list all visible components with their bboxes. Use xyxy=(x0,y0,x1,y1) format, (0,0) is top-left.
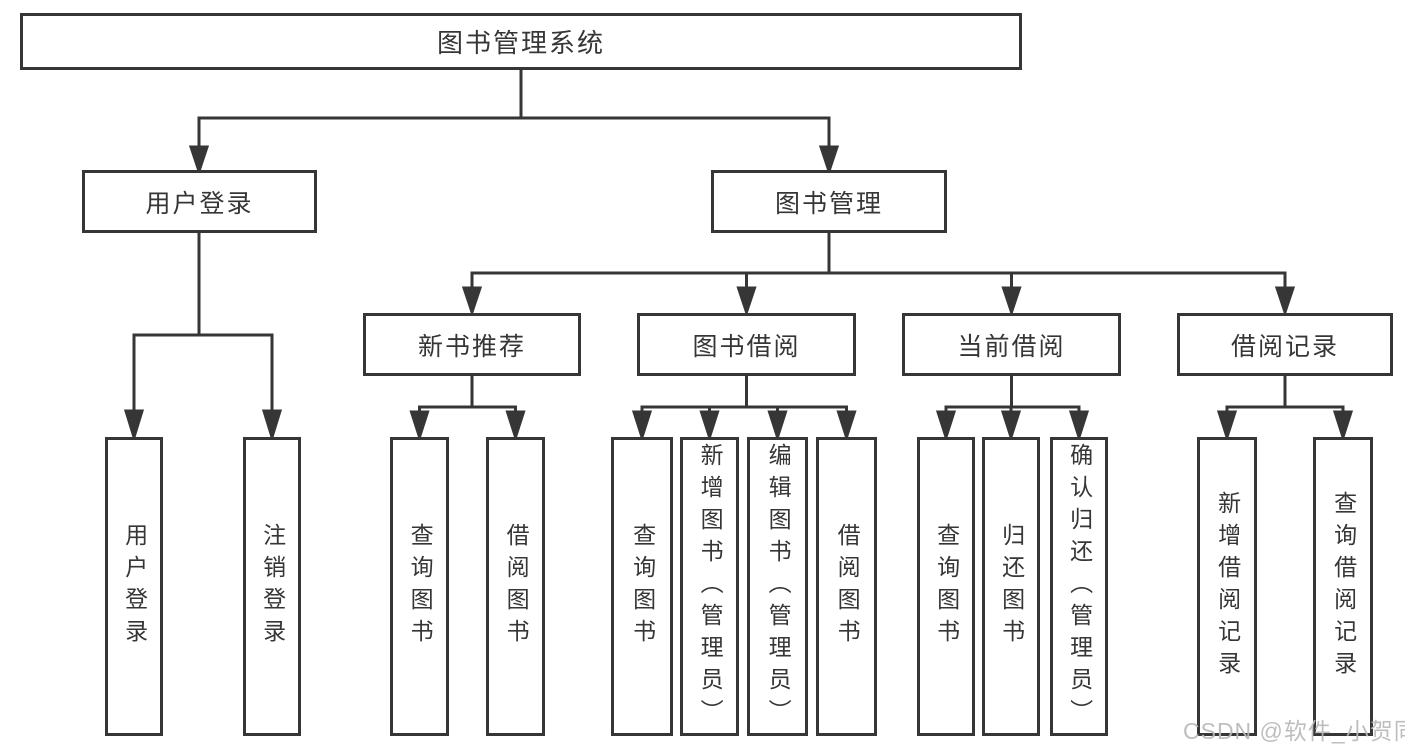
leaf-borrow-book-2: 借阅图书 xyxy=(816,437,877,736)
connector-book-borrow xyxy=(631,376,857,442)
connector-borrow-record xyxy=(1216,376,1354,442)
leaf-label: 借阅图书 xyxy=(834,522,861,651)
leaf-label: 用户登录 xyxy=(121,522,148,651)
node-book-borrow: 图书借阅 xyxy=(637,313,856,376)
leaf-label: 归还图书 xyxy=(998,522,1025,651)
connector-book-mgmt xyxy=(461,233,1296,317)
leaf-edit-book-admin: 编辑图书（管理员） xyxy=(747,437,808,736)
leaf-query-book-1: 查询图书 xyxy=(390,437,449,736)
leaf-label: 查询图书 xyxy=(629,522,656,651)
leaf-borrow-book-1: 借阅图书 xyxy=(486,437,545,736)
leaf-label: 新增借阅记录 xyxy=(1214,490,1241,683)
leaf-add-book-admin: 新增图书（管理员） xyxy=(680,437,739,736)
leaf-label: 借阅图书 xyxy=(503,522,530,651)
node-new-book-recommend: 新书推荐 xyxy=(363,313,581,376)
leaf-label: 查询图书 xyxy=(933,522,960,651)
leaf-user-login: 用户登录 xyxy=(105,437,163,736)
node-user-login: 用户登录 xyxy=(82,170,317,233)
leaf-return-book: 归还图书 xyxy=(982,437,1040,736)
node-book-mgmt: 图书管理 xyxy=(711,170,947,233)
connector-user-login xyxy=(123,233,283,443)
csdn-watermark: CSDN @软件_小贺同学 xyxy=(1183,718,1405,744)
leaf-logout: 注销登录 xyxy=(243,437,301,736)
leaf-label: 查询图书 xyxy=(407,522,434,651)
leaf-confirm-return-admin: 确认归还（管理员） xyxy=(1050,437,1108,736)
leaf-label: 确认归还（管理员） xyxy=(1066,442,1093,731)
leaf-label: 注销登录 xyxy=(259,522,286,651)
leaf-label: 查询借阅记录 xyxy=(1330,490,1357,683)
leaf-label: 编辑图书（管理员） xyxy=(765,442,792,731)
connector-root xyxy=(188,70,840,176)
leaf-label: 新增图书（管理员） xyxy=(697,442,724,731)
leaf-query-borrow-record: 查询借阅记录 xyxy=(1313,437,1373,736)
connector-new-book xyxy=(409,376,526,442)
leaf-query-book-2: 查询图书 xyxy=(611,437,673,736)
connector-current-borrow xyxy=(935,376,1090,442)
node-root: 图书管理系统 xyxy=(20,13,1022,70)
leaf-add-borrow-record: 新增借阅记录 xyxy=(1197,437,1257,736)
node-current-borrow: 当前借阅 xyxy=(902,313,1121,376)
node-borrow-record: 借阅记录 xyxy=(1177,313,1393,376)
leaf-query-book-3: 查询图书 xyxy=(917,437,975,736)
